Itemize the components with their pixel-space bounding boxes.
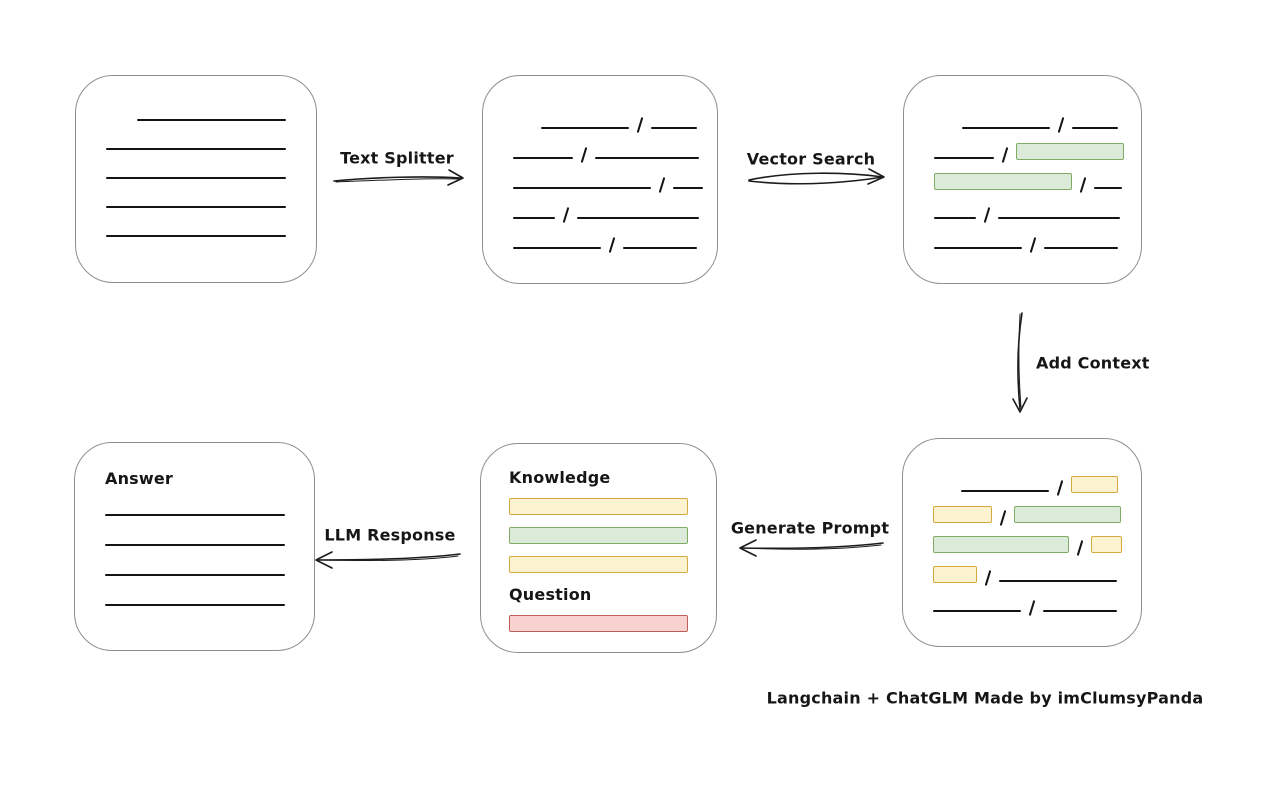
highlight-yellow-segment bbox=[1091, 536, 1122, 553]
chunk-row bbox=[934, 220, 1118, 253]
chunk-row bbox=[933, 553, 1117, 586]
chunk-row bbox=[933, 493, 1121, 526]
text-line bbox=[105, 574, 285, 576]
text-line bbox=[106, 177, 286, 179]
text-line bbox=[106, 206, 286, 208]
chunk-row bbox=[933, 463, 1118, 496]
text-line bbox=[106, 235, 286, 237]
vector-search-label: Vector Search bbox=[746, 149, 876, 169]
question-title: Question bbox=[509, 585, 592, 604]
text-line-segment bbox=[623, 247, 697, 249]
chunk-row bbox=[513, 160, 703, 193]
retrieved-rows bbox=[904, 76, 1141, 253]
context-rows bbox=[903, 439, 1141, 616]
chunk-row bbox=[934, 160, 1122, 193]
question-bars bbox=[509, 615, 688, 632]
answer-content: Answer bbox=[75, 443, 314, 606]
context-chunks-box bbox=[902, 438, 1142, 647]
text-line-segment bbox=[934, 247, 1022, 249]
prompt-box: Knowledge Question bbox=[480, 443, 717, 653]
green-bar bbox=[509, 527, 688, 544]
chunk-row bbox=[933, 523, 1122, 556]
add-context-arrow bbox=[1012, 312, 1028, 413]
highlight-green-segment bbox=[934, 173, 1072, 190]
highlight-yellow-segment bbox=[933, 506, 992, 523]
text-line-segment bbox=[513, 247, 601, 249]
credit-caption: Langchain + ChatGLM Made by imClumsyPand… bbox=[766, 688, 1204, 708]
text-line-segment bbox=[1044, 247, 1118, 249]
text-line-segment bbox=[673, 187, 703, 189]
chunk-row bbox=[934, 130, 1124, 163]
chunk-row bbox=[513, 220, 697, 253]
text-line-segment bbox=[513, 187, 651, 189]
llm-response-arrow bbox=[315, 551, 461, 569]
text-line-segment bbox=[541, 127, 629, 129]
text-line-segment bbox=[1043, 610, 1117, 612]
text-line-segment bbox=[934, 157, 994, 159]
text-line-segment bbox=[513, 157, 573, 159]
text-line-segment bbox=[961, 490, 1049, 492]
text-line-segment bbox=[934, 217, 976, 219]
red-bar bbox=[509, 615, 688, 632]
text-line bbox=[105, 514, 285, 516]
slash-separator bbox=[1028, 600, 1036, 616]
vector-search-arrow bbox=[748, 168, 885, 185]
text-line-segment bbox=[999, 580, 1117, 582]
highlight-green-segment bbox=[933, 536, 1069, 553]
knowledge-bars bbox=[509, 498, 688, 573]
text-line-segment bbox=[1072, 127, 1118, 129]
text-line bbox=[105, 604, 285, 606]
highlight-yellow-segment bbox=[933, 566, 977, 583]
yellow-bar bbox=[509, 556, 688, 573]
text-line bbox=[137, 119, 286, 121]
text-splitter-label: Text Splitter bbox=[340, 148, 454, 168]
slash-separator bbox=[1029, 237, 1037, 253]
chunk-row bbox=[934, 190, 1120, 223]
chunk-row bbox=[513, 130, 699, 163]
highlight-yellow-segment bbox=[1071, 476, 1118, 493]
chunk-rows bbox=[483, 76, 717, 253]
llm-response-label: LLM Response bbox=[324, 525, 456, 545]
chunk-row bbox=[513, 100, 697, 133]
text-line-segment bbox=[1094, 187, 1122, 189]
document-lines bbox=[76, 76, 316, 237]
text-line-segment bbox=[998, 217, 1120, 219]
chunk-row bbox=[933, 583, 1117, 616]
retrieved-chunks-box bbox=[903, 75, 1142, 284]
generate-prompt-label: Generate Prompt bbox=[730, 518, 890, 538]
chunk-row bbox=[934, 100, 1118, 133]
text-line-segment bbox=[933, 610, 1021, 612]
slash-separator bbox=[608, 237, 616, 253]
prompt-content: Knowledge Question bbox=[481, 444, 716, 632]
text-line bbox=[105, 544, 285, 546]
add-context-label: Add Context bbox=[1036, 353, 1150, 373]
generate-prompt-arrow bbox=[739, 539, 884, 557]
text-line-segment bbox=[962, 127, 1050, 129]
text-line bbox=[106, 148, 286, 150]
answer-title: Answer bbox=[105, 469, 174, 488]
highlight-green-segment bbox=[1016, 143, 1124, 160]
knowledge-title: Knowledge bbox=[509, 468, 611, 487]
yellow-bar bbox=[509, 498, 688, 515]
source-document-box bbox=[75, 75, 317, 283]
text-line-segment bbox=[595, 157, 699, 159]
answer-box: Answer bbox=[74, 442, 315, 651]
text-splitter-arrow bbox=[333, 169, 464, 186]
chunk-row bbox=[513, 190, 699, 223]
text-line-segment bbox=[513, 217, 555, 219]
answer-lines bbox=[105, 514, 285, 606]
highlight-green-segment bbox=[1014, 506, 1121, 523]
text-line-segment bbox=[577, 217, 699, 219]
split-chunks-box bbox=[482, 75, 718, 284]
text-line-segment bbox=[651, 127, 697, 129]
